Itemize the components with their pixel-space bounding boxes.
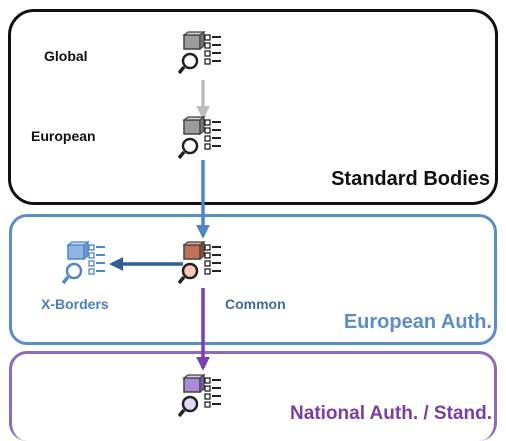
database-search-icon	[178, 241, 221, 285]
database-search-icon	[178, 374, 221, 418]
global-label: Global	[44, 48, 88, 64]
x-borders-label: X-Borders	[41, 296, 109, 312]
database-search-icon	[178, 116, 221, 160]
european-auth-panel	[9, 214, 497, 345]
common-label: Common	[225, 296, 286, 312]
european-label: European	[31, 128, 96, 144]
national-auth-title: National Auth. / Stand.	[290, 403, 492, 424]
database-search-icon	[178, 31, 221, 75]
european-auth-title: European Auth.	[343, 311, 492, 333]
national-auth-panel	[9, 351, 497, 441]
standard-bodies-title: Standard Bodies	[331, 168, 490, 190]
standard-bodies-panel	[8, 9, 498, 205]
database-search-icon	[62, 241, 105, 285]
